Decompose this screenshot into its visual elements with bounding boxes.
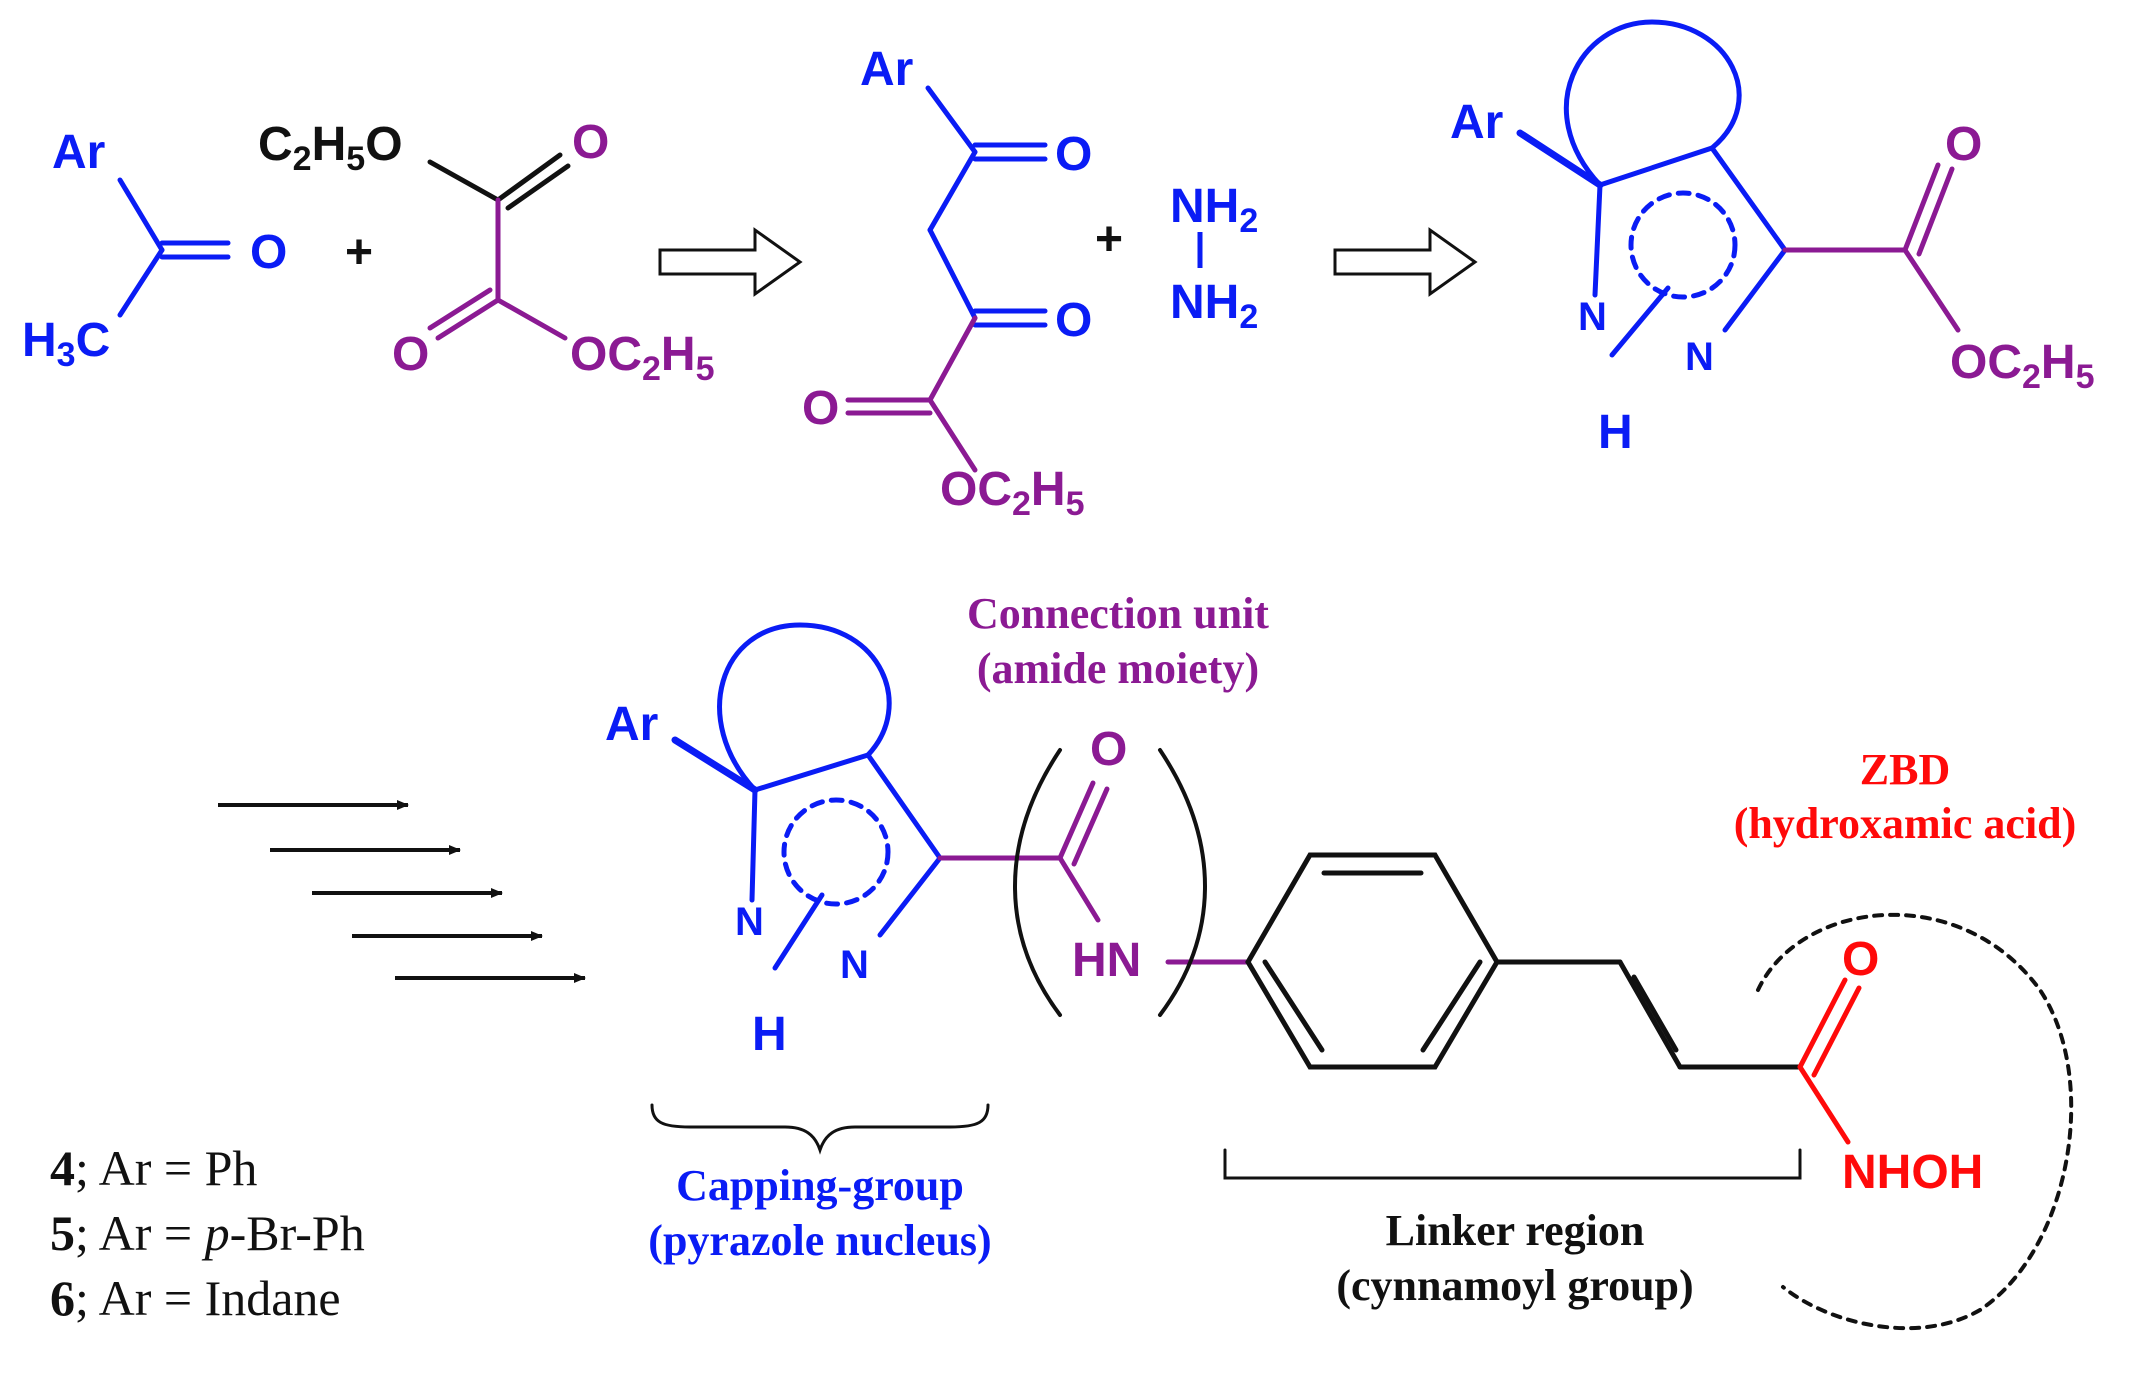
final-hydroxamic-acid-compound	[650, 622, 2074, 1331]
connection-unit-caption: Connection unit	[967, 589, 1269, 638]
capping-group-caption: Capping-group	[676, 1161, 964, 1210]
ar-label: Ar	[605, 698, 658, 751]
oxygen-label: O	[1842, 933, 1879, 986]
reactant-aryl-methyl-ketone	[117, 177, 231, 318]
amine-label: NH2	[1170, 276, 1258, 336]
oxygen-label: O	[802, 382, 839, 435]
ar-label: Ar	[1450, 96, 1503, 149]
zbd-caption: ZBD	[1860, 745, 1950, 794]
hydroxamic-acid-caption: (hydroxamic acid)	[1734, 799, 2077, 848]
hydrogen-label: H	[1598, 406, 1633, 459]
cynnamoyl-group-caption: (cynnamoyl group)	[1336, 1261, 1693, 1310]
linker-region-caption: Linker region	[1386, 1206, 1645, 1255]
ethoxy-top-label: C2H5O	[258, 118, 403, 178]
oxygen-label: O	[1945, 118, 1982, 171]
compound-item: 5; Ar = p-Br-Ph	[50, 1205, 365, 1261]
ethoxy-label: OC2H5	[940, 463, 1085, 523]
amide-nh-label: HN	[1072, 934, 1141, 987]
nitrogen-label: N	[1578, 295, 1607, 339]
methyl-label: H3C	[22, 314, 110, 374]
oxygen-label: O	[1090, 723, 1127, 776]
oxygen-label: O	[1055, 294, 1092, 347]
ethoxy-label: OC2H5	[1950, 336, 2095, 396]
diketoester-intermediate	[845, 85, 1048, 473]
oxygen-label: O	[1055, 128, 1092, 181]
oxygen-label: O	[572, 116, 609, 169]
nhoh-label: NHOH	[1842, 1146, 1983, 1199]
ar-label: Ar	[860, 43, 913, 96]
nitrogen-label: N	[735, 900, 764, 944]
ar-label: Ar	[52, 126, 105, 179]
oxygen-label: O	[250, 226, 287, 279]
reactant-diethyl-oxalate	[427, 152, 571, 341]
nitrogen-label: N	[840, 943, 869, 987]
hydrazine: NH2 NH2	[1170, 180, 1258, 336]
plus-sign: +	[1095, 213, 1123, 266]
amide-moiety-caption: (amide moiety)	[977, 644, 1259, 693]
amine-label: NH2	[1170, 180, 1258, 240]
oxygen-label: O	[392, 328, 429, 381]
open-arrow	[1333, 227, 1478, 297]
ethoxy-bottom-label: OC2H5	[570, 328, 715, 388]
hydrogen-label: H	[752, 1008, 787, 1061]
compound-item: 4; Ar = Ph	[50, 1140, 257, 1196]
open-arrow	[658, 227, 803, 297]
pyrazole-ester-product	[1516, 19, 1961, 358]
nitrogen-label: N	[1685, 335, 1714, 379]
pyrazole-nucleus-caption: (pyrazole nucleus)	[648, 1216, 991, 1265]
plus-sign: +	[345, 226, 373, 279]
multistep-arrows	[218, 800, 586, 983]
compound-item: 6; Ar = Indane	[50, 1270, 341, 1326]
compound-list: 4; Ar = Ph 5; Ar = p-Br-Ph 6; Ar = Indan…	[50, 1140, 365, 1326]
